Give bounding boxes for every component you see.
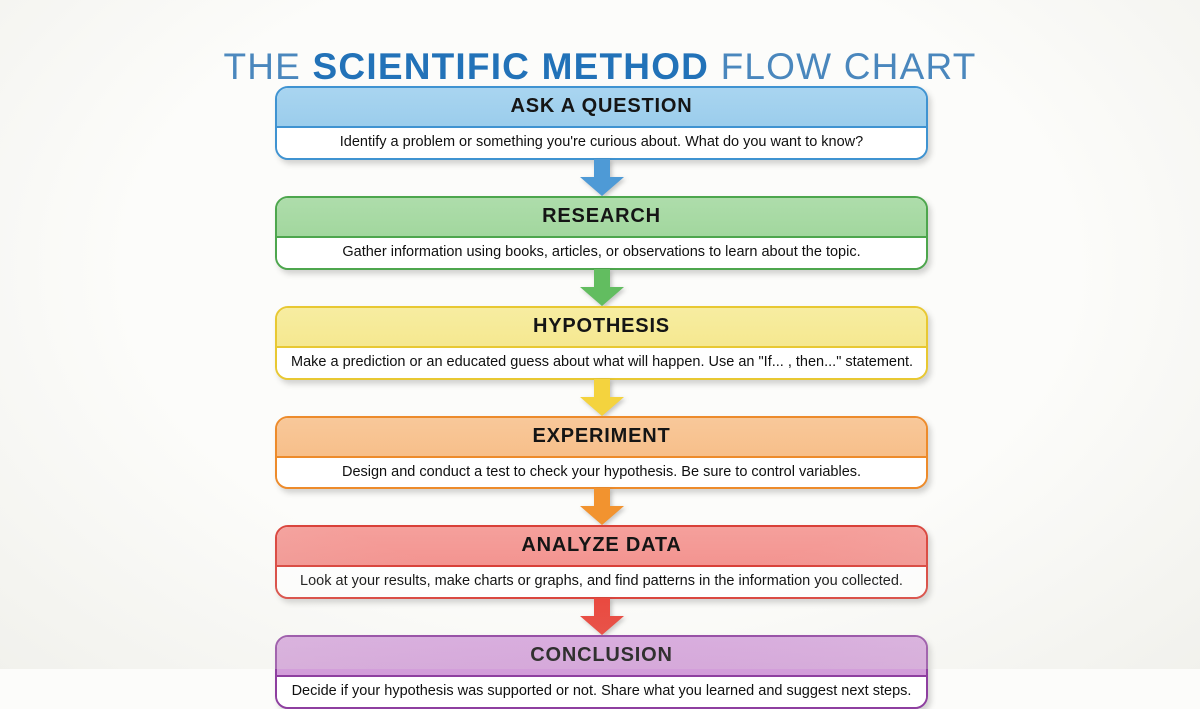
step-description: Gather information using books, articles… <box>277 237 926 268</box>
down-arrow-icon <box>579 488 624 526</box>
step-description: Identify a problem or something you're c… <box>277 128 926 158</box>
flow-connector <box>275 598 928 636</box>
step-heading: ASK A QUESTION <box>277 88 926 128</box>
step-heading: ANALYZE DATA <box>277 527 926 568</box>
step-heading: EXPERIMENT <box>277 417 926 458</box>
title-prefix: THE <box>223 45 313 87</box>
title-suffix: FLOW CHART <box>709 45 977 87</box>
down-arrow-icon <box>579 378 624 416</box>
down-arrow-icon <box>579 158 624 196</box>
step-heading: HYPOTHESIS <box>277 307 926 348</box>
down-arrow-icon <box>579 268 624 306</box>
step-description: Decide if your hypothesis was supported … <box>277 677 926 708</box>
flow-connector <box>275 488 928 526</box>
page-title: THE SCIENTIFIC METHOD FLOW CHART <box>0 45 1200 88</box>
step-heading: CONCLUSION <box>277 637 926 678</box>
flow-connector <box>275 158 928 196</box>
flow-connector <box>275 268 928 306</box>
flow-connector <box>275 378 928 416</box>
title-emphasis: SCIENTIFIC METHOD <box>312 45 710 87</box>
down-arrow-icon <box>579 598 624 636</box>
step-description: Design and conduct a test to check your … <box>277 457 926 488</box>
step-description: Look at your results, make charts or gra… <box>277 567 926 598</box>
step-description: Make a prediction or an educated guess a… <box>277 347 926 378</box>
step-heading: RESEARCH <box>277 197 926 238</box>
